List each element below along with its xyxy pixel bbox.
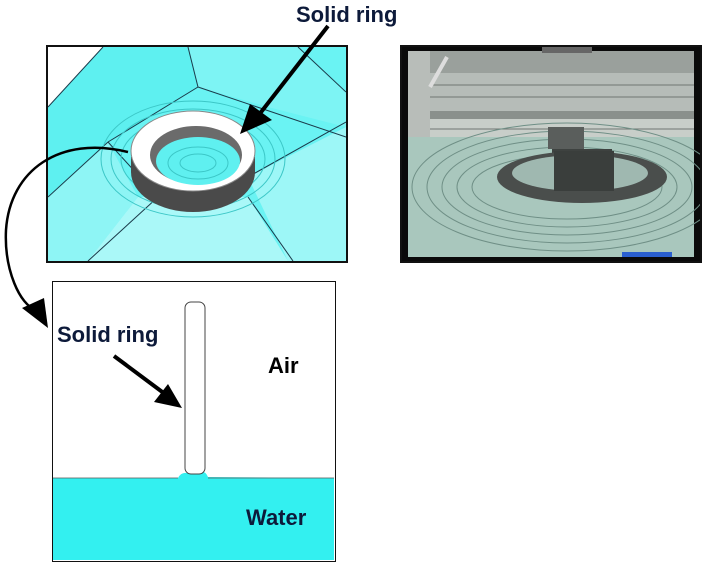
water-label: Water: [246, 505, 307, 530]
experiment-photo-panel: [400, 45, 702, 263]
arrow-icon: [240, 24, 330, 134]
top-solid-ring-label: Solid ring: [296, 2, 398, 27]
side-solid-ring-label: Solid ring: [57, 322, 159, 347]
air-label: Air: [268, 353, 299, 378]
curved-arrow-icon: [4, 146, 129, 328]
cross-section-panel: [52, 281, 336, 562]
arrow-icon: [112, 354, 182, 408]
